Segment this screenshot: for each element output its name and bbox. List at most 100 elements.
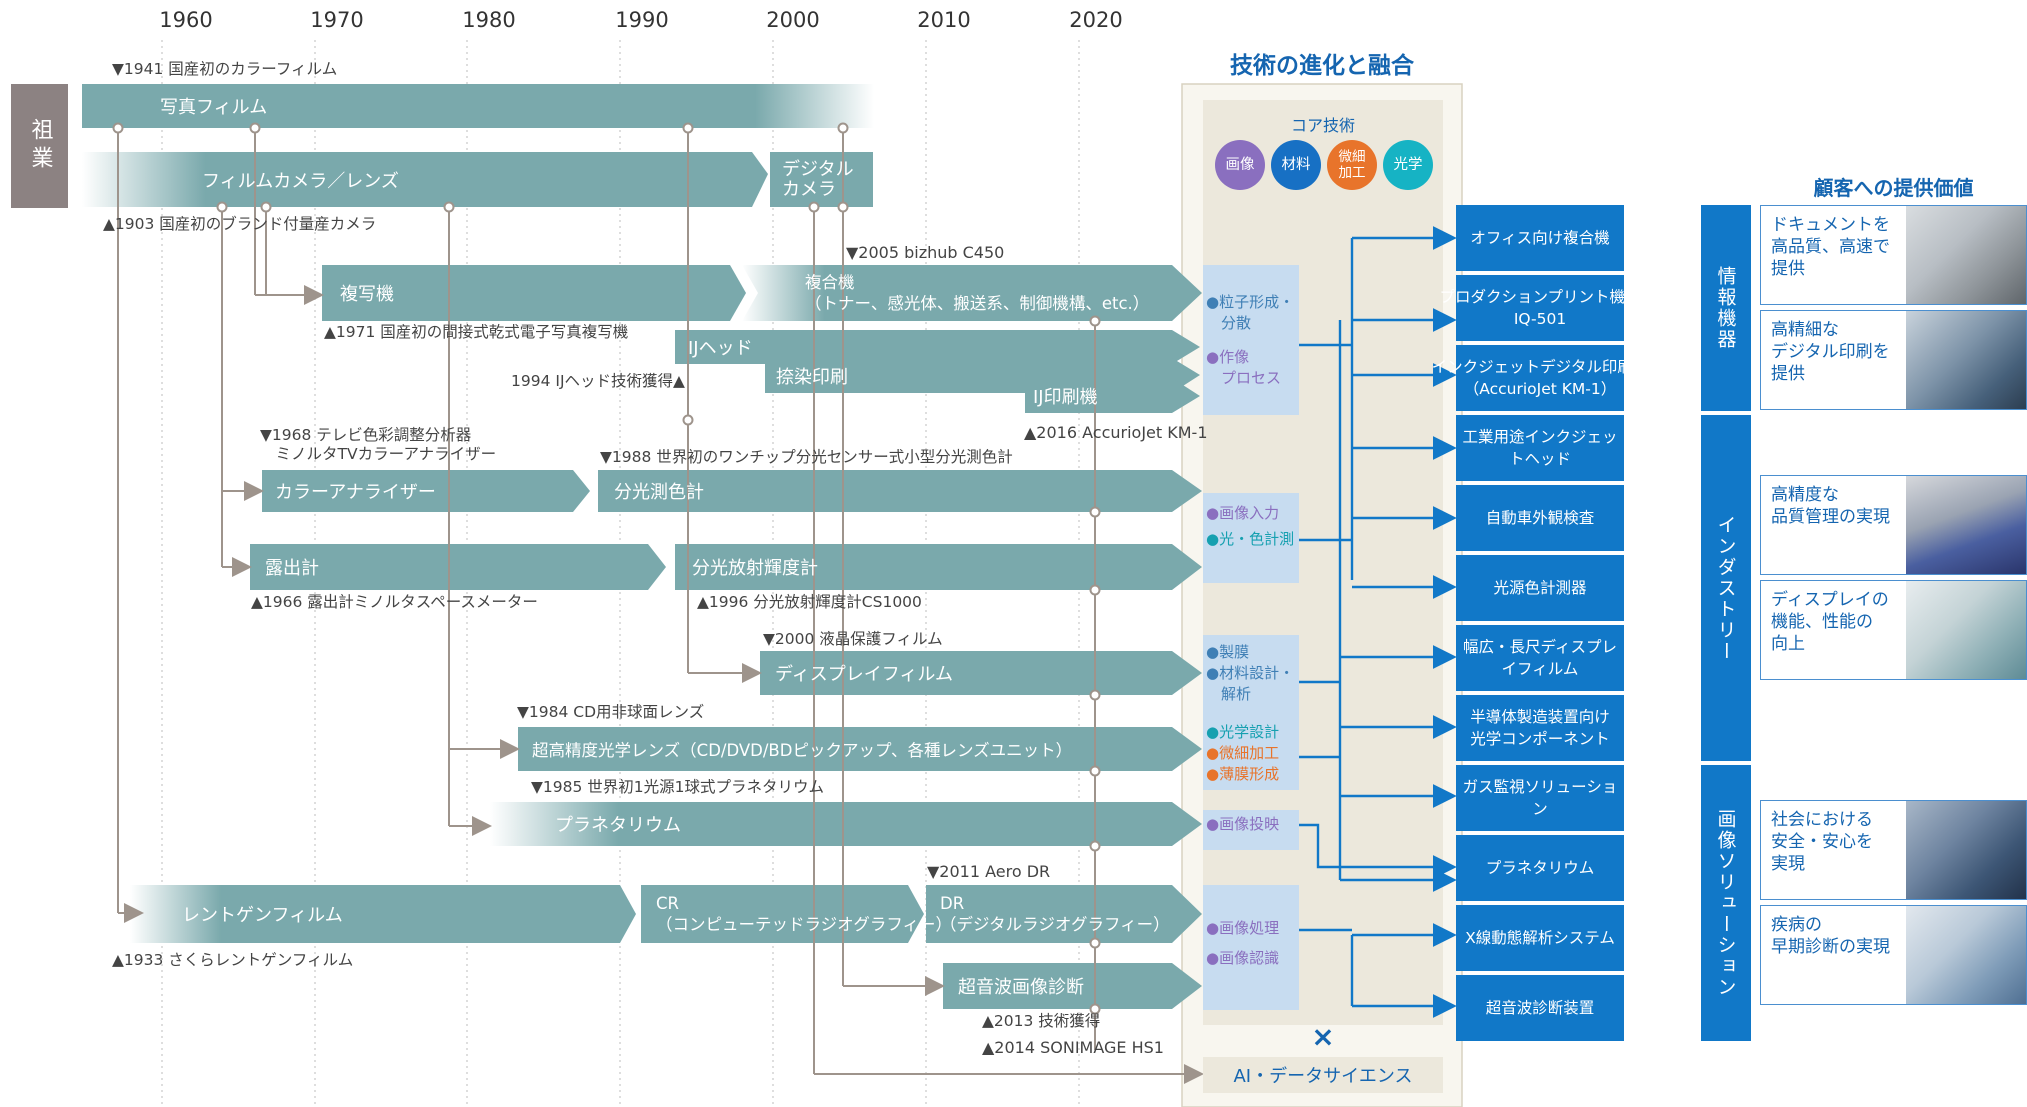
core-tech-optics: 光学 bbox=[1383, 140, 1433, 190]
year-label: 2010 bbox=[917, 8, 971, 32]
value-card-diagnosis: 疾病の 早期診断の実現 bbox=[1760, 905, 2027, 1005]
bar-textile-printing: 捺染印刷 bbox=[776, 366, 848, 388]
milestone-2000: ▼2000 液晶保護フィルム bbox=[763, 630, 943, 648]
value-text: ディスプレイの 機能、性能の 向上 bbox=[1771, 590, 1889, 654]
year-label: 1990 bbox=[615, 8, 669, 32]
category-imaging: 画像ソリューション bbox=[1701, 765, 1751, 1041]
bar-ij-printer: IJ印刷機 bbox=[1033, 386, 1098, 408]
capability-line: ●薄膜形成 bbox=[1206, 765, 1280, 783]
product-planetarium: プラネタリウム bbox=[1456, 835, 1624, 901]
capability-line: プロセス bbox=[1206, 369, 1282, 387]
capability-line: ●画像認識 bbox=[1206, 949, 1280, 967]
capability-line: ●画像処理 bbox=[1206, 919, 1280, 937]
value-text: 社会における 安全・安心を 実現 bbox=[1771, 810, 1873, 874]
connector-lines bbox=[117, 128, 1204, 1084]
tech-evolution-title: 技術の進化と融合 bbox=[1230, 53, 1414, 79]
value-card-digital-print: 高精細な デジタル印刷を 提供 bbox=[1760, 310, 2027, 410]
milestone-1941: ▼1941 国産初のカラーフィルム bbox=[112, 60, 338, 78]
bar-cr: CR （コンピューテッドラジオグラフィー） bbox=[656, 894, 953, 934]
year-label: 1980 bbox=[462, 8, 516, 32]
milestone-1933: ▲1933 さくらレントゲンフィルム bbox=[112, 951, 354, 969]
bar-display-film: ディスプレイフィルム bbox=[775, 664, 954, 685]
connector-dots bbox=[112, 122, 1101, 1015]
milestone-1984: ▼1984 CD用非球面レンズ bbox=[517, 703, 705, 721]
core-tech-microfab: 微細加工 bbox=[1327, 140, 1377, 190]
milestone-2016: ▲2016 AccurioJet KM-1 bbox=[1024, 423, 1208, 442]
founding-business-label: 祖業 bbox=[11, 84, 68, 208]
milestone-1988: ▼1988 世界初のワンチップ分光センサー式小型分光測色計 bbox=[600, 448, 1013, 466]
bar-ij-head: IJヘッド bbox=[688, 338, 753, 359]
value-text: 疾病の 早期診断の実現 bbox=[1771, 915, 1890, 957]
car-inspection-photo-image bbox=[1906, 476, 2026, 574]
bar-color-analyzer: カラーアナライザー bbox=[275, 482, 436, 503]
milestone-1903: ▲1903 国産初のブランド付量産カメラ bbox=[103, 215, 377, 233]
year-label: 2020 bbox=[1069, 8, 1123, 32]
office-photo-image bbox=[1906, 206, 2026, 304]
bar-dr: DR （デジタルラジオグラフィー） bbox=[940, 894, 1170, 934]
product-industrial-ij-head: 工業用途インクジェットヘッド bbox=[1456, 415, 1624, 481]
product-light-color-meter: 光源色計測器 bbox=[1456, 555, 1624, 621]
customer-value-title: 顧客への提供価値 bbox=[1813, 176, 1974, 200]
category-label: インダストリー bbox=[1714, 514, 1737, 662]
bar-photo-film: 写真フィルム bbox=[160, 97, 268, 118]
milestone-1985: ▼1985 世界初1光源1球式プラネタリウム bbox=[531, 778, 825, 796]
display-photo-image bbox=[1906, 581, 2026, 679]
milestone-2014: ▲2014 SONIMAGE HS1 bbox=[982, 1038, 1164, 1057]
year-label: 1970 bbox=[310, 8, 364, 32]
capability-particle: ●粒子形成・ 分散 bbox=[1206, 292, 1294, 334]
capability-line: ●製膜 bbox=[1206, 643, 1250, 661]
capability-line: ●粒子形成・ bbox=[1206, 293, 1295, 311]
category-industry: インダストリー bbox=[1701, 415, 1751, 761]
timeline-bar-shapes bbox=[82, 84, 1202, 1009]
bar-exposure-meter: 露出計 bbox=[265, 558, 319, 579]
product-office-mfp: オフィス向け複合機 bbox=[1456, 205, 1624, 271]
milestone-1968: ▼1968 テレビ色彩調整分析器 ミノルタTVカラーアナライザー bbox=[260, 426, 497, 463]
bar-spectroradiometer: 分光放射輝度計 bbox=[692, 558, 818, 579]
value-card-document: ドキュメントを 高品質、高速で 提供 bbox=[1760, 205, 2027, 305]
bar-optical-lens: 超高精度光学レンズ（CD/DVD/BDピックアップ、各種レンズユニット） bbox=[532, 741, 1073, 760]
product-semiconductor-optics: 半導体製造装置向け 光学コンポーネント bbox=[1456, 695, 1624, 761]
value-card-display: ディスプレイの 機能、性能の 向上 bbox=[1760, 580, 2027, 680]
milestone-2005: ▼2005 bizhub C450 bbox=[846, 243, 1005, 262]
category-label: 情報機器 bbox=[1714, 266, 1737, 350]
value-text: ドキュメントを 高品質、高速で 提供 bbox=[1771, 215, 1890, 279]
bar-copier: 複写機 bbox=[340, 284, 394, 305]
value-text: 高精度な 品質管理の実現 bbox=[1771, 485, 1890, 527]
capability-optics: ●光学設計 ●微細加工 ●薄膜形成 bbox=[1206, 722, 1279, 785]
industrial-plant-photo-image bbox=[1906, 801, 2026, 899]
bar-film-camera: フィルムカメラ／レンズ bbox=[202, 170, 399, 192]
capability-line: ●微細加工 bbox=[1206, 744, 1280, 762]
capability-line: ●作像 bbox=[1206, 348, 1250, 366]
product-inkjet-digital-press: インクジェットデジタル印刷機 （AccurioJet KM-1） bbox=[1432, 345, 1648, 411]
product-xray-dynamic: X線動態解析システム bbox=[1456, 905, 1624, 971]
core-tech-materials: 材料 bbox=[1271, 140, 1321, 190]
value-card-safety: 社会における 安全・安心を 実現 bbox=[1760, 800, 2027, 900]
capability-line: 解析 bbox=[1206, 685, 1252, 703]
capability-line: ●光学設計 bbox=[1206, 723, 1280, 741]
bar-spectro-colorimeter: 分光測色計 bbox=[614, 482, 704, 503]
milestone-1996: ▲1996 分光放射輝度計CS1000 bbox=[697, 593, 922, 611]
bar-planetarium: プラネタリウム bbox=[555, 815, 681, 836]
capability-image-processing: ●画像処理 ●画像認識 bbox=[1206, 918, 1279, 969]
core-tech-imaging: 画像 bbox=[1215, 140, 1265, 190]
value-text: 高精細な デジタル印刷を 提供 bbox=[1771, 320, 1890, 384]
product-ultrasound: 超音波診断装置 bbox=[1456, 975, 1624, 1041]
capability-projection: ●画像投映 bbox=[1206, 815, 1280, 833]
cross-mark: × bbox=[1311, 1020, 1335, 1053]
product-gas-monitoring: ガス監視ソリューション bbox=[1456, 765, 1624, 831]
milestone-1966: ▲1966 露出計ミノルタスペースメーター bbox=[251, 593, 538, 611]
milestone-1971: ▲1971 国産初の間接式乾式電子写真複写機 bbox=[324, 323, 629, 341]
bar-ultrasound: 超音波画像診断 bbox=[958, 977, 1084, 998]
product-car-inspection: 自動車外観検査 bbox=[1456, 485, 1624, 551]
capability-line: ●材料設計・ bbox=[1206, 664, 1295, 682]
capability-measurement: ●画像入力 ●光・色計測 bbox=[1206, 503, 1294, 550]
medical-photo-image bbox=[1906, 906, 2026, 1004]
capability-line: ●光・色計測 bbox=[1206, 530, 1295, 548]
milestone-2013: ▲2013 技術獲得 bbox=[982, 1012, 1101, 1030]
capability-line: ●画像入力 bbox=[1206, 504, 1280, 522]
category-office: 情報機器 bbox=[1701, 205, 1751, 411]
capability-boxes bbox=[1203, 265, 1299, 1010]
year-label: 1960 bbox=[159, 8, 213, 32]
bar-digital-camera: デジタル カメラ bbox=[782, 158, 854, 200]
bar-mfp: 複合機 （トナー、感光体、搬送系、制御機構、etc.） bbox=[805, 273, 1150, 313]
